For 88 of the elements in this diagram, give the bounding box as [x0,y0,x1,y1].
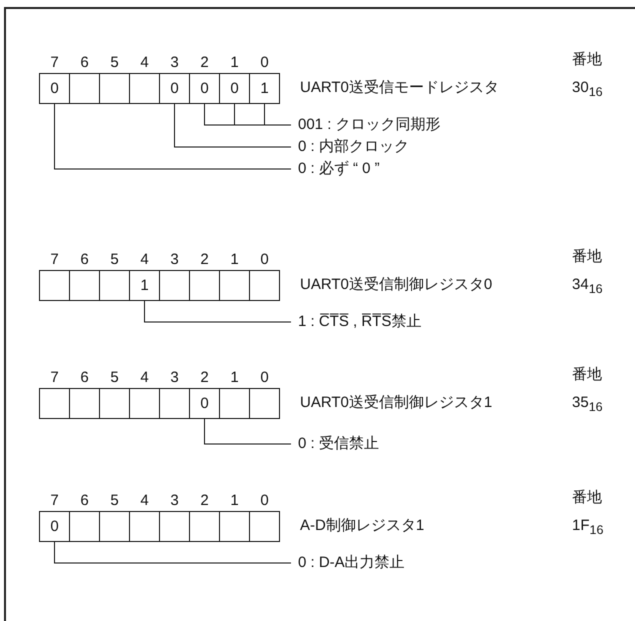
bit-number: 0 [260,369,269,387]
bit-number: 6 [80,251,89,269]
bit-number: 3 [170,251,179,269]
register-address: 30$_{16}$ [572,79,603,101]
address-heading: 番地 [572,51,602,69]
bit-description: 0 : D-A出力禁止 [291,553,405,573]
register-name: UART0送受信制御レジスタ0 [300,276,492,294]
bit-cell [159,270,190,301]
bit-number: 0 [260,54,269,72]
leader-line [144,300,292,322]
bit-number: 7 [50,251,59,269]
bit-description: 0 : 内部クロック [291,137,409,157]
bit-cell: 0 [39,511,70,542]
bit-number: 2 [200,492,209,510]
bit-number: 4 [140,492,149,510]
bit-cell [129,73,160,104]
bit-cell [159,511,190,542]
bit-number: 2 [200,369,209,387]
bit-cell [249,388,280,419]
bit-number: 3 [170,492,179,510]
bit-cell [99,270,130,301]
bit-cell [69,511,100,542]
bit-number: 0 [260,492,269,510]
bit-number: 1 [230,251,239,269]
bit-cell: 1 [249,73,280,104]
register-address: 35$_{16}$ [572,394,603,416]
bit-number: 5 [110,251,119,269]
bit-description: 001 : クロック同期形 [291,115,441,135]
address-heading: 番地 [572,489,602,507]
bit-number: 7 [50,492,59,510]
bit-number: 1 [230,369,239,387]
bit-cell [39,270,70,301]
bit-cell [249,270,280,301]
register-address: 1F$_{16}$ [572,517,604,539]
bit-cell [189,270,220,301]
bit-number: 5 [110,54,119,72]
bit-cell [129,511,160,542]
bit-number: 7 [50,369,59,387]
bit-number: 2 [200,251,209,269]
bit-cell [219,388,250,419]
leader-line [54,542,292,564]
register-name: A-D制御レジスタ1 [300,517,424,535]
leader-line [204,418,292,444]
bit-number: 1 [230,54,239,72]
bit-cell [249,511,280,542]
bit-cell: 0 [39,73,70,104]
bit-number: 3 [170,54,179,72]
leader-line [174,104,292,148]
bit-cell [39,388,70,419]
leader-line [264,104,292,126]
bit-cell [189,511,220,542]
bit-number: 6 [80,492,89,510]
register-name: UART0送受信制御レジスタ1 [300,394,492,412]
bit-cell [129,388,160,419]
bit-number: 2 [200,54,209,72]
bit-number: 5 [110,492,119,510]
bit-description: 0 : 受信禁止 [291,434,379,454]
bit-number: 1 [230,492,239,510]
bit-cell: 1 [129,270,160,301]
bit-number: 0 [260,251,269,269]
bit-cell [99,388,130,419]
bit-cell [69,270,100,301]
bit-number: 4 [140,251,149,269]
leader-line [54,104,292,170]
address-heading: 番地 [572,248,602,266]
bit-description: 1 : C̅T̅S̅ , R̅T̅S̅禁止 [291,312,422,332]
address-heading: 番地 [572,366,602,384]
bit-cell [159,388,190,419]
bit-cell: 0 [189,73,220,104]
bit-cell [219,511,250,542]
bit-number: 3 [170,369,179,387]
bit-cell: 0 [159,73,190,104]
bit-cell: 0 [219,73,250,104]
bit-cell [69,388,100,419]
bit-cell [99,73,130,104]
bit-cell [219,270,250,301]
bit-number: 5 [110,369,119,387]
bit-cell [99,511,130,542]
bit-number: 6 [80,54,89,72]
register-address: 34$_{16}$ [572,276,603,298]
bit-description: 0 : 必ず “ 0 ” [291,159,380,179]
bit-cell: 0 [189,388,220,419]
bit-number: 4 [140,54,149,72]
bit-cell [69,73,100,104]
bit-number: 7 [50,54,59,72]
bit-number: 6 [80,369,89,387]
bit-number: 4 [140,369,149,387]
register-name: UART0送受信モードレジスタ [300,79,499,97]
